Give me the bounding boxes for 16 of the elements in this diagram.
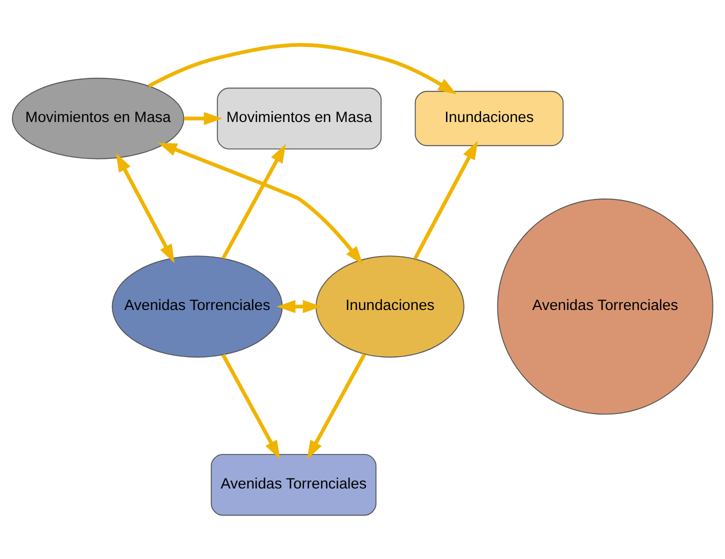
node-ellipse: Movimientos en Masa (12, 77, 184, 159)
arrow (413, 140, 478, 260)
node-box: Avenidas Torrenciales (210, 453, 376, 516)
arrow (184, 111, 223, 125)
arrow (222, 143, 286, 259)
arrow (158, 142, 363, 264)
arrow (276, 300, 322, 313)
node-ellipse: Inundaciones (316, 255, 464, 358)
arrow (116, 152, 175, 263)
node-box: Inundaciones (414, 90, 564, 146)
node-ellipse: Avenidas Torrenciales (112, 255, 283, 358)
arrow (148, 42, 457, 94)
arrow (221, 353, 280, 459)
node-circle: Avenidas Torrenciales (497, 198, 714, 414)
arrow (307, 352, 366, 459)
node-box: Movimientos en Masa (216, 87, 382, 149)
